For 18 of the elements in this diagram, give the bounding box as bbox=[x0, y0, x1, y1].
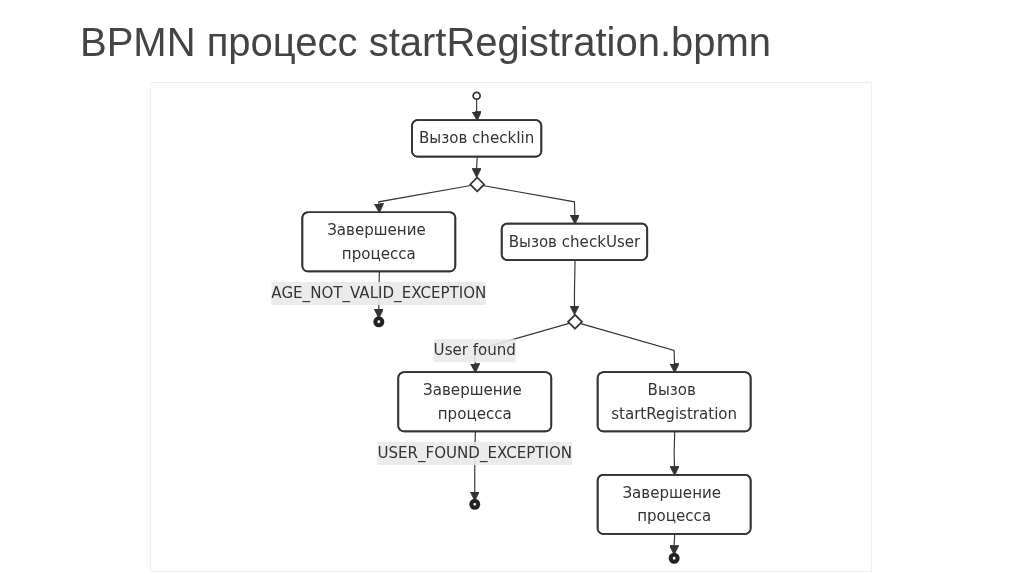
node-circle bbox=[472, 91, 481, 101]
slide-title: BPMN процесс startRegistration.bpmn bbox=[80, 20, 773, 66]
arrow bbox=[471, 98, 482, 122]
node-circle bbox=[668, 552, 680, 564]
node-circle bbox=[373, 316, 385, 328]
arrow bbox=[579, 322, 680, 374]
edge-label: User found bbox=[433, 341, 516, 359]
node-diamond bbox=[566, 313, 584, 330]
arrow bbox=[669, 431, 680, 476]
arrow bbox=[569, 260, 580, 316]
arrow bbox=[669, 533, 680, 556]
node-circle bbox=[469, 498, 481, 510]
edge-label: AGE_NOT_VALID_EXCEPTION bbox=[271, 284, 487, 302]
arrow bbox=[373, 184, 472, 214]
edge-label: USER_FOUND_EXCEPTION bbox=[377, 444, 573, 462]
node-diamond bbox=[469, 176, 486, 193]
arrow bbox=[481, 184, 580, 225]
arrow bbox=[471, 156, 482, 178]
